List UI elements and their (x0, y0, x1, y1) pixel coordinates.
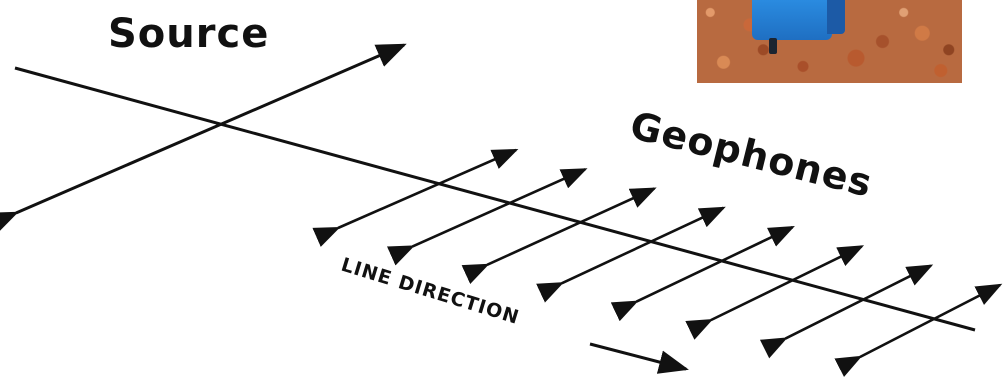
geophone-cap (827, 0, 845, 34)
survey-line (14, 66, 976, 332)
source-arrow (0, 43, 407, 235)
source-label: Source (108, 11, 269, 57)
geophone-arrow (312, 148, 519, 247)
line-direction-arrow (589, 342, 689, 374)
geophone-arrow (685, 245, 865, 340)
geophone-device (752, 0, 832, 40)
line-direction-label: LINE DIRECTION (339, 254, 522, 329)
geophone-arrows (312, 148, 1003, 377)
geophone-arrow (759, 264, 934, 359)
geophone-arrow (461, 187, 657, 285)
geophones-label: Geophones (626, 103, 877, 206)
geophone-cable (769, 38, 777, 54)
geophone-photo (697, 0, 962, 83)
geophone-arrow (834, 283, 1003, 377)
geophone-arrow (386, 168, 588, 266)
